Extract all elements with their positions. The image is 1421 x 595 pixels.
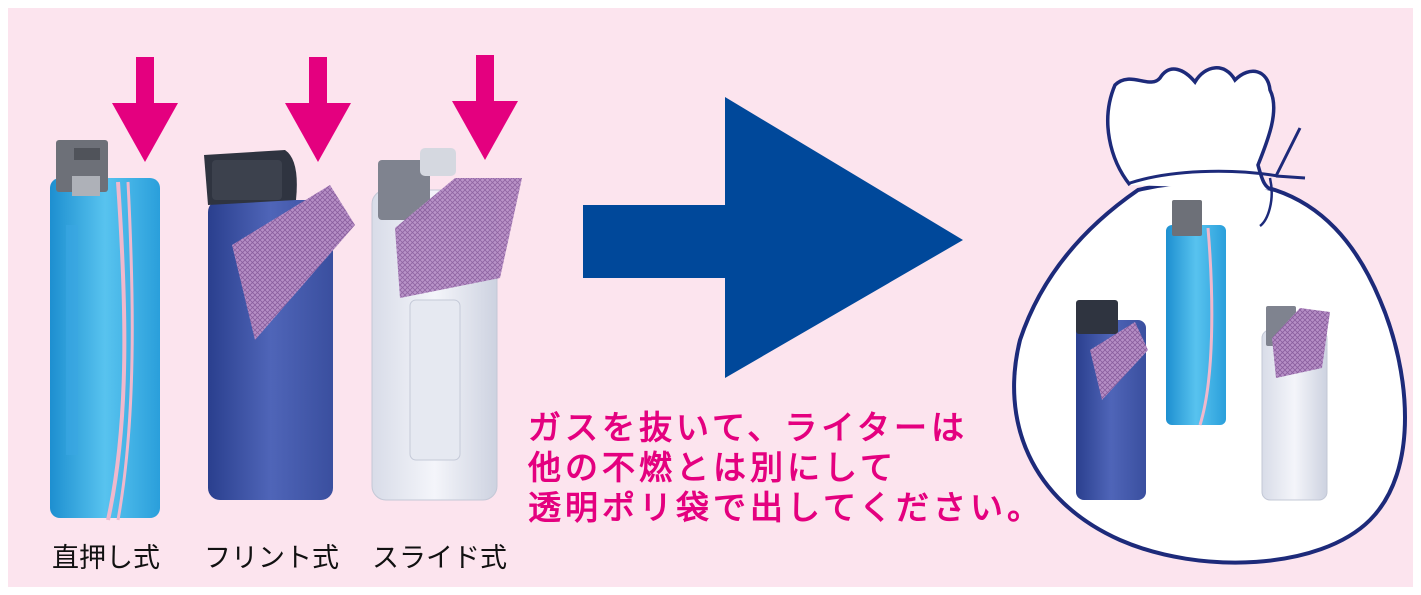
- transparent-bag-image: [1012, 66, 1407, 565]
- instruction-line-2: 他の不燃とは別にして: [528, 448, 898, 487]
- slide-type-lighter-image: [371, 148, 522, 501]
- caption-slide-type: スライド式: [372, 543, 507, 574]
- down-arrow-icon: [112, 57, 178, 162]
- caption-flint-type: フリント式: [204, 543, 339, 574]
- down-arrow-icon: [452, 55, 518, 160]
- push-type-lighter-image: [50, 140, 160, 521]
- instruction-line-1: ガスを抜いて、ライターは: [528, 408, 969, 447]
- disposal-instruction: ガスを抜いて、ライターは 他の不燃とは別にして 透明ポリ袋で出してください。: [528, 408, 1044, 528]
- down-arrow-icon: [285, 57, 351, 162]
- caption-push-type: 直押し式: [52, 543, 160, 574]
- right-arrow-icon: [583, 97, 963, 378]
- instruction-line-3: 透明ポリ袋で出してください。: [528, 488, 1045, 527]
- flint-type-lighter-image: [204, 150, 355, 500]
